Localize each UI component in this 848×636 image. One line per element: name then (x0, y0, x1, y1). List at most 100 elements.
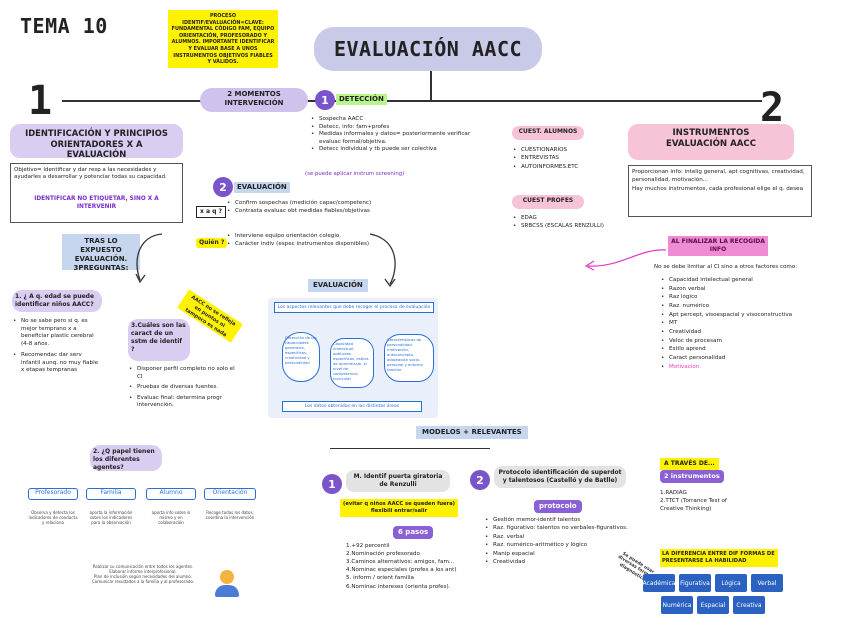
list-item: Carácter indiv (espec instrumentos dispo… (226, 241, 406, 249)
xaq-label: x a q ? (196, 206, 226, 219)
question-3-label: 3.Cuáles son las caract de un sstm de id… (128, 319, 190, 361)
list-item: Pruebas de diversas fuentes. (128, 384, 238, 392)
cuest-list: CUESTIONARIOS ENTREVISTAS AUTOINFORMES.E… (512, 146, 602, 172)
center-title: EVALUACIÓN AACC (314, 27, 542, 71)
modelos-label: MODELOS + RELEVANTES (416, 426, 528, 440)
list-item: Creatividad (660, 328, 830, 337)
xaq-list: Confirm sospechas (medición capac/compet… (226, 200, 406, 215)
list-item: Interviene equipo orientación colegio. (226, 233, 406, 241)
list-item: Veloc de procesam (660, 337, 830, 346)
list-item: 4.Nominac especiales (profes a los ant) (346, 567, 457, 574)
list-item: Sospecha AACC (310, 116, 480, 124)
cuest-profes-label: CUEST PROFES (512, 195, 584, 209)
list-item: SRBCSS (ESCALAS RENZULLI) (512, 222, 622, 231)
instr-box-text-2: Hay muchos instrumentos, cada profesiona… (632, 186, 804, 193)
list-item: Evaluac final: determina progr intervenc… (128, 395, 238, 410)
tile-creativa: Creativa (733, 596, 765, 614)
tile-figurativa: Figurativa (679, 574, 711, 592)
list-item: ENTREVISTAS (512, 154, 602, 163)
footer-line: Comunicar resultados a la familia y al p… (91, 579, 195, 584)
al-finalizar-sub: No se debe limitar al CI sino a otros fa… (654, 264, 798, 270)
big-number-1: 1 (28, 78, 53, 124)
list-item: Motivación. (660, 363, 830, 372)
tras-lo-expuesto: TRAS LO EXPUESTO EVALUACIÓN. 3PREGUNTAS: (62, 234, 140, 272)
tile-logica: Lógica (715, 574, 747, 592)
list-item: Detecc individual y tb puede ser colecti… (310, 146, 480, 154)
list-item: Raz. verbal (484, 533, 634, 542)
objetivo-body: Objetivo= Identificar y dar resp a las n… (14, 167, 167, 181)
pasos-list: 1.+92 percentil 2.Nominación profesorado… (346, 542, 466, 591)
role-text: Recoge todas los datos, coordina la inte… (205, 510, 255, 520)
role-text: aporta la información sobre los indicado… (89, 510, 133, 525)
role-text: Observa y detecta los indicadores de con… (28, 510, 78, 525)
yellow-note: PROCESO IDENTIF/EVALUACIÓN=CLAVE: FUNDAM… (168, 10, 278, 68)
tile-verbal: Verbal (751, 574, 783, 592)
role-orientacion: Orientación (204, 488, 256, 500)
connector-line (330, 448, 490, 450)
diagram-right-box: Características de personalidad, motivac… (384, 334, 434, 382)
role-alumno: Alumno (146, 488, 196, 500)
diagram-left-box: Detección de las capacidades generales, … (282, 332, 320, 382)
page-title: TEMA 10 (20, 14, 108, 38)
list-item: AUTOINFORMES.ETC (512, 163, 602, 172)
deteccion-sub: (se puede aplicar instrum screening) (305, 171, 405, 177)
identificar-label: IDENTIFICAR NO ETIQUETAR, SINO X A INTER… (34, 195, 159, 210)
list-item: Raz. numérico (660, 302, 830, 311)
instr-list: 1.RADIAG 2.TTCT (Torrance Test of Creati… (660, 490, 740, 513)
list-item: Contrasta evaluac obt medidas fiables/ob… (226, 208, 406, 216)
question-1-label: 1. ¿ A q. edad se puede identificar niño… (12, 290, 102, 313)
dos-momentos-label: 2 MOMENTOS INTERVENCIÓN (200, 88, 308, 112)
footer-line: Realizar su comunicación entre todos los… (92, 564, 194, 569)
quien-list: Interviene equipo orientación colegio. C… (226, 233, 406, 248)
list-item: CUESTIONARIOS (512, 146, 602, 155)
list-item: Confirm sospechas (medición capac/compet… (226, 200, 406, 208)
list-item: Raz lógico (660, 293, 830, 302)
list-item: 5. inform / orient familia (346, 575, 414, 582)
footer-line: Elaborar informe interprofesional. (109, 569, 177, 574)
instrumentos-title: INSTRUMENTOS EVALUACIÓN AACC (628, 124, 794, 160)
evaluacion-label: EVALUACIÓN (234, 182, 290, 194)
evaluacion-number: 2 (213, 177, 233, 197)
evaluation-diagram: Los aspectos relevantes que debe recoger… (268, 298, 438, 418)
list-item: Creatividad (484, 558, 634, 567)
question-1: 1. ¿ A q. edad se puede identificar niño… (12, 290, 102, 375)
list-item: Manip espacial (484, 550, 634, 559)
model1-sub: (evitar q niños AACC se queden fuera) fl… (340, 499, 458, 518)
list-item: 3.Caminos alternativos: amigos, fam... (346, 559, 455, 566)
list-item: Detecc, info: fam+profes (310, 124, 480, 132)
diferencia-label: LA DIFERENCIA ENTRE DIF FORMAS DE PRESEN… (660, 549, 778, 568)
question-2-label: 2. ¿Q papel tienen los diferentes agente… (90, 445, 162, 471)
list-item: 6.Nominac intereses (orienta profes). (346, 583, 451, 590)
list-item: EDAG (512, 214, 622, 223)
big-number-2: 2 (760, 85, 785, 131)
dos-instrumentos-label: 2 instrumentos (660, 470, 724, 483)
connector-line (430, 71, 432, 100)
a-traves-label: A TRAVÉS DE... (660, 458, 719, 471)
list-item: Razon verbal (660, 285, 830, 294)
evaluacion-box-label: EVALUACIÓN (308, 279, 368, 293)
list-item: Medidas informales y datos= posteriormen… (310, 131, 480, 146)
protocolo-label: protocolo (534, 500, 582, 514)
pasos-label: 6 pasos (393, 526, 434, 540)
list-item: Gestión memor-identif talentos (484, 516, 634, 525)
protocolo-list: Gestión memor-identif talentos Raz. figu… (484, 516, 634, 567)
model2-number: 2 (470, 470, 490, 490)
tile-numerica: Numérica (661, 596, 693, 614)
role-text: aporta info sobre sí mismo y en colabora… (151, 510, 191, 525)
profes-list: EDAG SRBCSS (ESCALAS RENZULLI) (512, 214, 622, 231)
arrow-icon (135, 233, 163, 284)
list-item: Capacidad intelectual general (660, 276, 830, 285)
list-item: Estilo aprend (660, 345, 830, 354)
left-header: IDENTIFICACIÓN Y PRINCIPIOS ORIENTADORES… (10, 124, 183, 159)
instr-box-text: Proporcionan info: intelig general, apt … (632, 169, 805, 183)
deteccion-label: DETECCIÓN (336, 94, 387, 106)
instr-box: Proporcionan info: intelig general, apt … (628, 165, 812, 217)
question-1-list: No se sabe pero si q. es mejor temprano … (12, 318, 102, 375)
diagram-bottom-box: Los datos obtenidos en las distintas áre… (282, 401, 422, 412)
list-item: 1.+92 percentil (346, 543, 390, 549)
question-3-list: Disponer perfil completo no solo el CI P… (128, 366, 238, 410)
list-item: 1.RADIAG (660, 490, 687, 496)
list-item: Raz. figurativo: talentos no verbales-fi… (484, 524, 634, 533)
list-item: Disponer perfil completo no solo el CI (128, 366, 238, 381)
list-item: Recomendac dar serv infantil aunq. no mu… (12, 352, 102, 375)
